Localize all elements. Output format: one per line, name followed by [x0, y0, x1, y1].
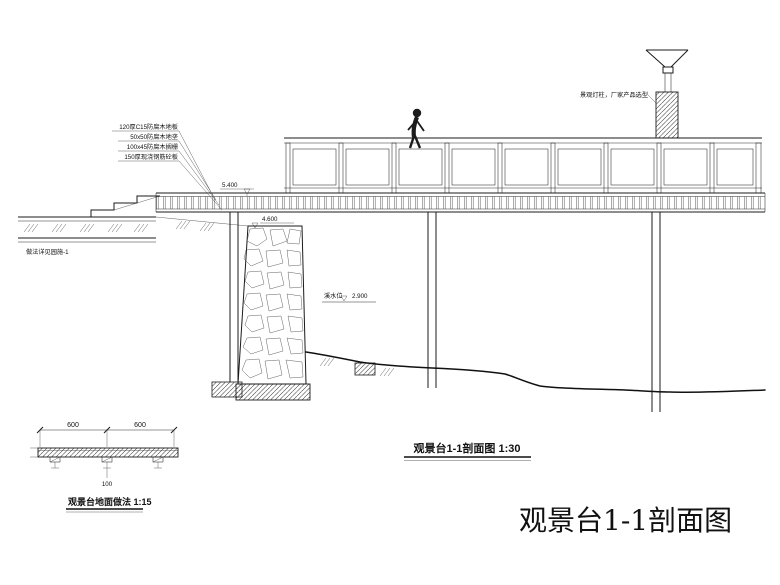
lamp-post: 景观灯柱，厂家产品选型 — [580, 49, 689, 139]
ground-left: 做法详见园施-1 — [18, 216, 249, 256]
stairs — [90, 195, 161, 217]
railing-panel — [504, 148, 549, 186]
material-callouts: 120厚C15防腐木地板 50x50防腐木地垄 100x45防腐木搁栅 150厚… — [112, 123, 223, 211]
railing — [284, 137, 762, 194]
railing-post — [709, 142, 715, 194]
section-caption-label: 观景台1-1剖面图 1:30 — [414, 441, 521, 455]
column-middle — [427, 212, 437, 388]
deck-elevation-label: 5.400 — [222, 182, 238, 189]
railing-panel — [663, 148, 708, 186]
callout-3: 100x45防腐木搁栅 — [127, 143, 178, 151]
elevation-markers: 5.400 4.600 — [220, 182, 294, 229]
detail-drawing: 600 600 100 观景台地面做法 1:15 — [30, 422, 179, 513]
railing-post — [656, 142, 662, 194]
railing-post — [338, 142, 344, 194]
person-figure — [407, 108, 425, 149]
board-support — [49, 456, 61, 469]
callout-4: 150厚现浇钢筋砼板 — [124, 153, 178, 161]
water-elevation-label: 2.900 — [352, 293, 368, 300]
section-caption: 观景台1-1剖面图 1:30 — [404, 441, 531, 461]
ground-profile — [305, 351, 766, 394]
railing-panel — [610, 148, 655, 186]
lamp-note-label: 景观灯柱，厂家产品选型 — [580, 91, 648, 99]
callout-1: 120厚C15防腐木地板 — [119, 123, 178, 131]
railing-panel — [345, 148, 390, 186]
railing-post — [755, 142, 762, 194]
deck-board-section — [37, 447, 179, 458]
railing-post — [391, 142, 397, 194]
detail-dim-1: 600 — [67, 422, 79, 429]
column-left-footing — [211, 381, 243, 398]
column-left — [229, 212, 239, 382]
railing-post — [285, 142, 291, 194]
main-title: 观景台1-1剖面图 — [519, 504, 732, 537]
railing-panel — [292, 148, 337, 186]
main-title-label: 观景台1-1剖面图 — [519, 504, 732, 537]
railing-post — [444, 142, 450, 194]
person-head — [412, 108, 422, 118]
board-support — [152, 456, 164, 469]
stone-pier — [235, 225, 311, 401]
railing-panel — [398, 148, 443, 186]
water-label: 溪水位 — [324, 292, 343, 300]
railing-panel — [557, 148, 602, 186]
railing-post — [603, 142, 609, 194]
detail-dim-2: 600 — [134, 422, 146, 429]
detail-dim-3: 100 — [102, 481, 113, 488]
railing-post — [497, 142, 503, 194]
detail-caption-label: 观景台地面做法 1:15 — [68, 496, 152, 507]
board-support — [101, 456, 113, 469]
callout-2: 50x50防腐木地垄 — [130, 133, 178, 141]
pier-footing — [235, 383, 311, 401]
water-level-marker: 溪水位 2.900 — [322, 292, 376, 303]
railing-post — [550, 142, 556, 194]
railing-panel — [451, 148, 496, 186]
soffit-elevation-label: 4.600 — [262, 216, 278, 223]
columns — [211, 212, 661, 412]
ground-note-label: 做法详见园施-1 — [26, 248, 69, 256]
deck-structure — [155, 192, 766, 213]
railing-panel — [716, 148, 754, 186]
middle-footing — [354, 362, 376, 376]
column-right — [651, 212, 661, 412]
